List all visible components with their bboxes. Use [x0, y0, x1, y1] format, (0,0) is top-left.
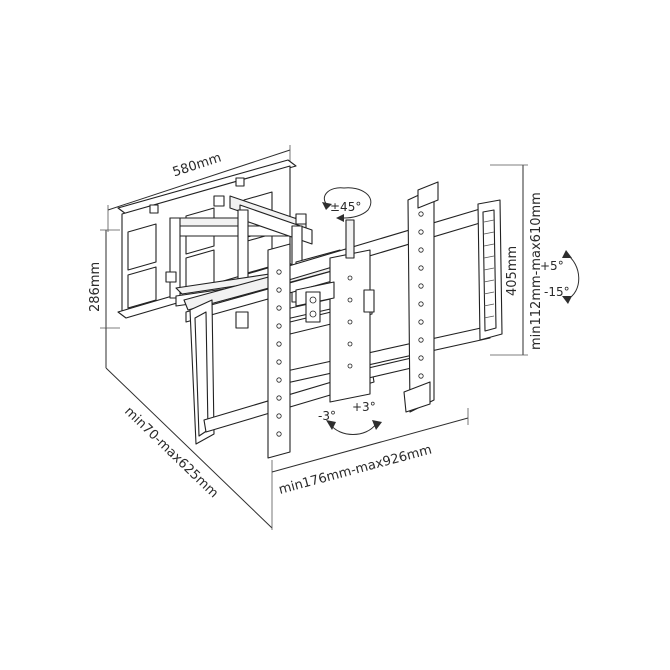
- arm-holes: [276, 211, 424, 437]
- right-tv-bracket: [477, 199, 503, 341]
- bracket-height-label: 405mm: [505, 246, 520, 296]
- level-plus-label: +3°: [352, 400, 376, 414]
- vertical-tv-arms: [267, 181, 439, 459]
- spread-label: min176mm-max926mm: [277, 443, 433, 498]
- tilt-down-label: -15°: [544, 285, 570, 299]
- level-minus-label: -3°: [318, 409, 336, 423]
- center-mount-plate: [295, 219, 375, 403]
- vertical-range-label: min112mm-max610mm: [529, 192, 544, 350]
- height-label: 286mm: [88, 262, 103, 312]
- tilt-up-label: +5°: [540, 259, 564, 273]
- dimension-lines: [100, 145, 528, 530]
- level-arrow-icon: [329, 423, 377, 435]
- rotation-arrows: [322, 187, 580, 435]
- swivel-arrow-icon: [323, 187, 372, 219]
- width-label: 580mm: [171, 151, 223, 181]
- swivel-label: ±45°: [330, 200, 361, 214]
- right-bracket-teeth: [483, 219, 495, 319]
- rotation-labels: ±45° +5° -15° -3° +3°: [318, 200, 570, 423]
